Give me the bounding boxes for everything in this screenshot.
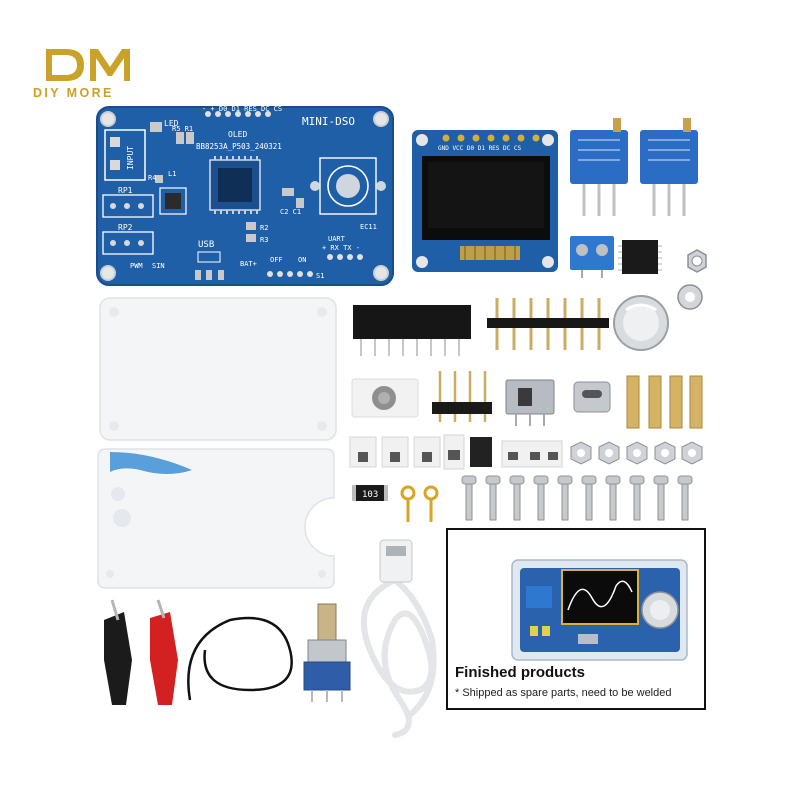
- pcb-label-r4: R4: [148, 174, 156, 182]
- male-header: [487, 298, 609, 350]
- smd-resistor: 103: [352, 485, 388, 501]
- oled-module: GND VCC D0 D1 RES DC CS: [412, 130, 558, 272]
- pcb-label-s1: S1: [316, 272, 324, 280]
- rotary-encoder: [303, 603, 351, 702]
- angled-header: [432, 371, 492, 422]
- screw-terminal: [570, 236, 614, 278]
- pcb-label-r5r1: R5 R1: [172, 125, 193, 133]
- pcb-label-off: OFF: [270, 256, 283, 264]
- brass-standoffs: [626, 375, 703, 429]
- pcb-label-r3: R3: [260, 236, 268, 244]
- rotary-knob: [613, 295, 669, 351]
- pcb-label-pwm: PWM: [130, 262, 143, 270]
- wire-loop: [187, 616, 293, 701]
- pcb-label-on: ON: [298, 256, 306, 264]
- inset-note: * Shipped as spare parts, need to be wel…: [455, 687, 672, 699]
- acrylic-plate-bottom: [97, 448, 335, 589]
- pcb-label-uart: UART: [328, 235, 346, 243]
- pcb-label-input: INPUT: [126, 146, 135, 170]
- washer: [677, 284, 703, 310]
- pcb-label-rxtx: + RX TX -: [322, 244, 360, 252]
- buzzer: [351, 378, 419, 418]
- brand-name: DIY MORE: [33, 86, 114, 100]
- finished-product-inset: [446, 528, 706, 710]
- pcb-label-usb: USB: [198, 240, 214, 250]
- mcu-chip: [618, 240, 662, 274]
- usb-cable: [360, 577, 437, 738]
- pcb-label-title: MINI-DSO: [302, 115, 355, 128]
- brand-logo: [46, 49, 130, 81]
- alligator-clip-black: [104, 599, 132, 705]
- pcb-label-rp2: RP2: [118, 223, 133, 232]
- pcb-label-ec11: EC11: [360, 223, 377, 231]
- pcb-board: LED R5 R1 - + D0 D1 RES DC CS OLED MINI-…: [96, 105, 394, 286]
- pcb-label-oled: OLED: [228, 130, 247, 139]
- pcb-label-pins: - + D0 D1 RES DC CS: [202, 105, 282, 113]
- alligator-clip-red: [150, 599, 178, 705]
- pcb-label-c2c1: C2 C1: [280, 208, 301, 216]
- pcb-label-sin: SIN: [152, 262, 165, 270]
- pcb-label-l1: L1: [168, 170, 176, 178]
- usb-plug: [379, 539, 413, 583]
- resistor-code: 103: [362, 490, 378, 500]
- screws: [461, 475, 693, 521]
- pcb-label-part: BB8253A_P503_240321: [196, 142, 282, 151]
- hex-nut: [687, 249, 707, 273]
- inset-title: Finished products: [455, 664, 586, 681]
- tactile-buttons: [349, 434, 563, 470]
- nuts-row: [570, 441, 703, 465]
- pcb-label-r2: R2: [260, 224, 268, 232]
- usb-c-connector: [573, 381, 611, 413]
- trimmer-potentiometers: [570, 118, 698, 216]
- acrylic-plate-top: [99, 297, 337, 441]
- test-hooks: [400, 485, 439, 522]
- pcb-label-led: LED: [164, 119, 179, 128]
- pcb-label-rp1: RP1: [118, 186, 133, 195]
- slide-switch: [505, 379, 555, 426]
- female-header: [353, 305, 471, 356]
- oled-pin-labels: GND VCC D0 D1 RES DC CS: [438, 145, 521, 152]
- pcb-label-bat: BAT+: [240, 260, 257, 268]
